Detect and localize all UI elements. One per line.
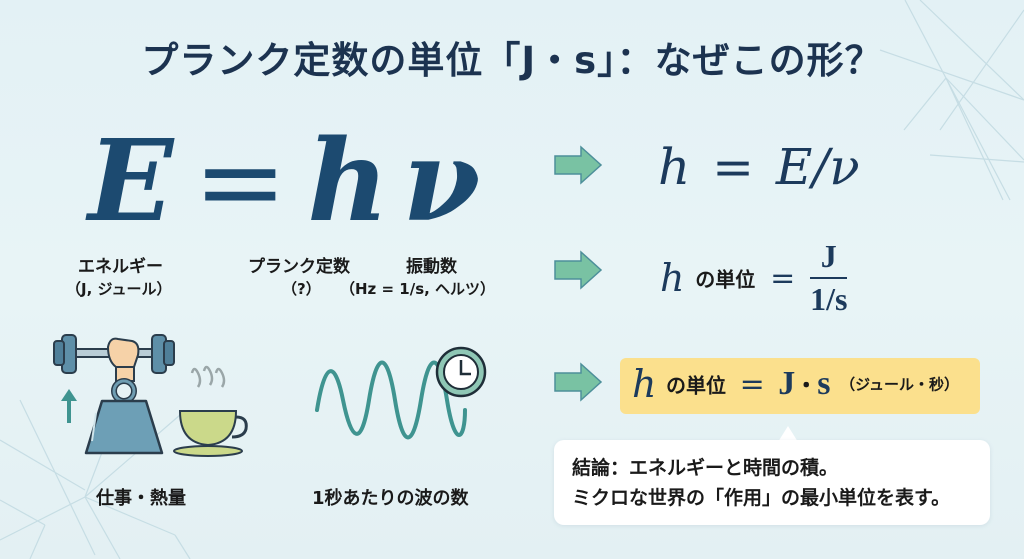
energy-unit: （J, ジュール） — [66, 280, 172, 298]
energy-label: エネルギー — [78, 257, 163, 277]
fraction-denominator: 1/s — [810, 281, 848, 317]
step1-equals: = — [712, 138, 755, 196]
right-arrow-icon — [554, 362, 603, 402]
energy-symbol: E — [88, 116, 174, 247]
step-rearranged-equation: h = E/ν — [658, 138, 860, 196]
frequency-label: 振動数 — [406, 257, 457, 277]
result-unit-dot: ・ — [795, 374, 818, 399]
step2-equals: = — [770, 260, 796, 296]
fraction-numerator: J — [810, 238, 848, 279]
step3-equals: = — [739, 366, 765, 402]
right-arrow-icon — [554, 145, 603, 185]
coffee-cup-icon — [173, 365, 248, 457]
hand-icon — [106, 337, 140, 382]
clock-icon — [435, 346, 487, 398]
result-unit-j: J — [778, 365, 796, 402]
step1-rhs: E/ν — [775, 138, 860, 196]
result-unit-s: s — [817, 365, 831, 402]
result-unit-note: （ジュール・秒） — [840, 375, 960, 394]
step3-unit-label: の単位 — [666, 373, 727, 398]
step2-h: h — [660, 256, 685, 300]
planck-label: プランク定数 — [248, 257, 350, 277]
step2-unit-label: の単位 — [695, 267, 756, 292]
conclusion-line-2: ミクロな世界の「作用」の最小単位を表す。 — [572, 487, 951, 509]
right-arrow-icon — [554, 250, 603, 290]
conclusion-bubble — [554, 440, 990, 525]
wave-icon — [315, 360, 467, 440]
up-arrow-icon — [61, 389, 77, 423]
work-heat-caption: 仕事・熱量 — [96, 488, 186, 509]
conclusion-text: 結論：エネルギーと時間の積。 ミクロな世界の「作用」の最小単位を表す。 — [572, 453, 950, 513]
equals-sign: = — [193, 117, 288, 247]
conclusion-line-1: 結論：エネルギーと時間の積。 — [572, 457, 839, 479]
step1-h: h — [658, 138, 691, 196]
step3-h: h — [632, 362, 657, 406]
step-unit-fraction: h の単位 = J 1/s — [660, 238, 848, 318]
frequency-unit: （Hz = 1/s, ヘルツ） — [340, 280, 496, 298]
planck-unit: （?） — [282, 280, 321, 298]
unit-fraction: J 1/s — [810, 238, 848, 318]
planck-symbol: h — [307, 116, 389, 247]
page-title: プランク定数の単位「J・s」：なぜこの形？ — [141, 39, 883, 82]
work-heat-illustration — [53, 334, 248, 457]
weight-icon — [84, 378, 164, 455]
frequency-illustration — [315, 346, 487, 440]
step-result: h の単位 = J・s （ジュール・秒） — [632, 362, 959, 406]
result-highlight-box — [620, 358, 980, 414]
speech-bubble-tail — [778, 426, 798, 442]
frequency-symbol: ν — [402, 116, 481, 247]
frequency-caption: 1秒あたりの波の数 — [312, 488, 469, 509]
